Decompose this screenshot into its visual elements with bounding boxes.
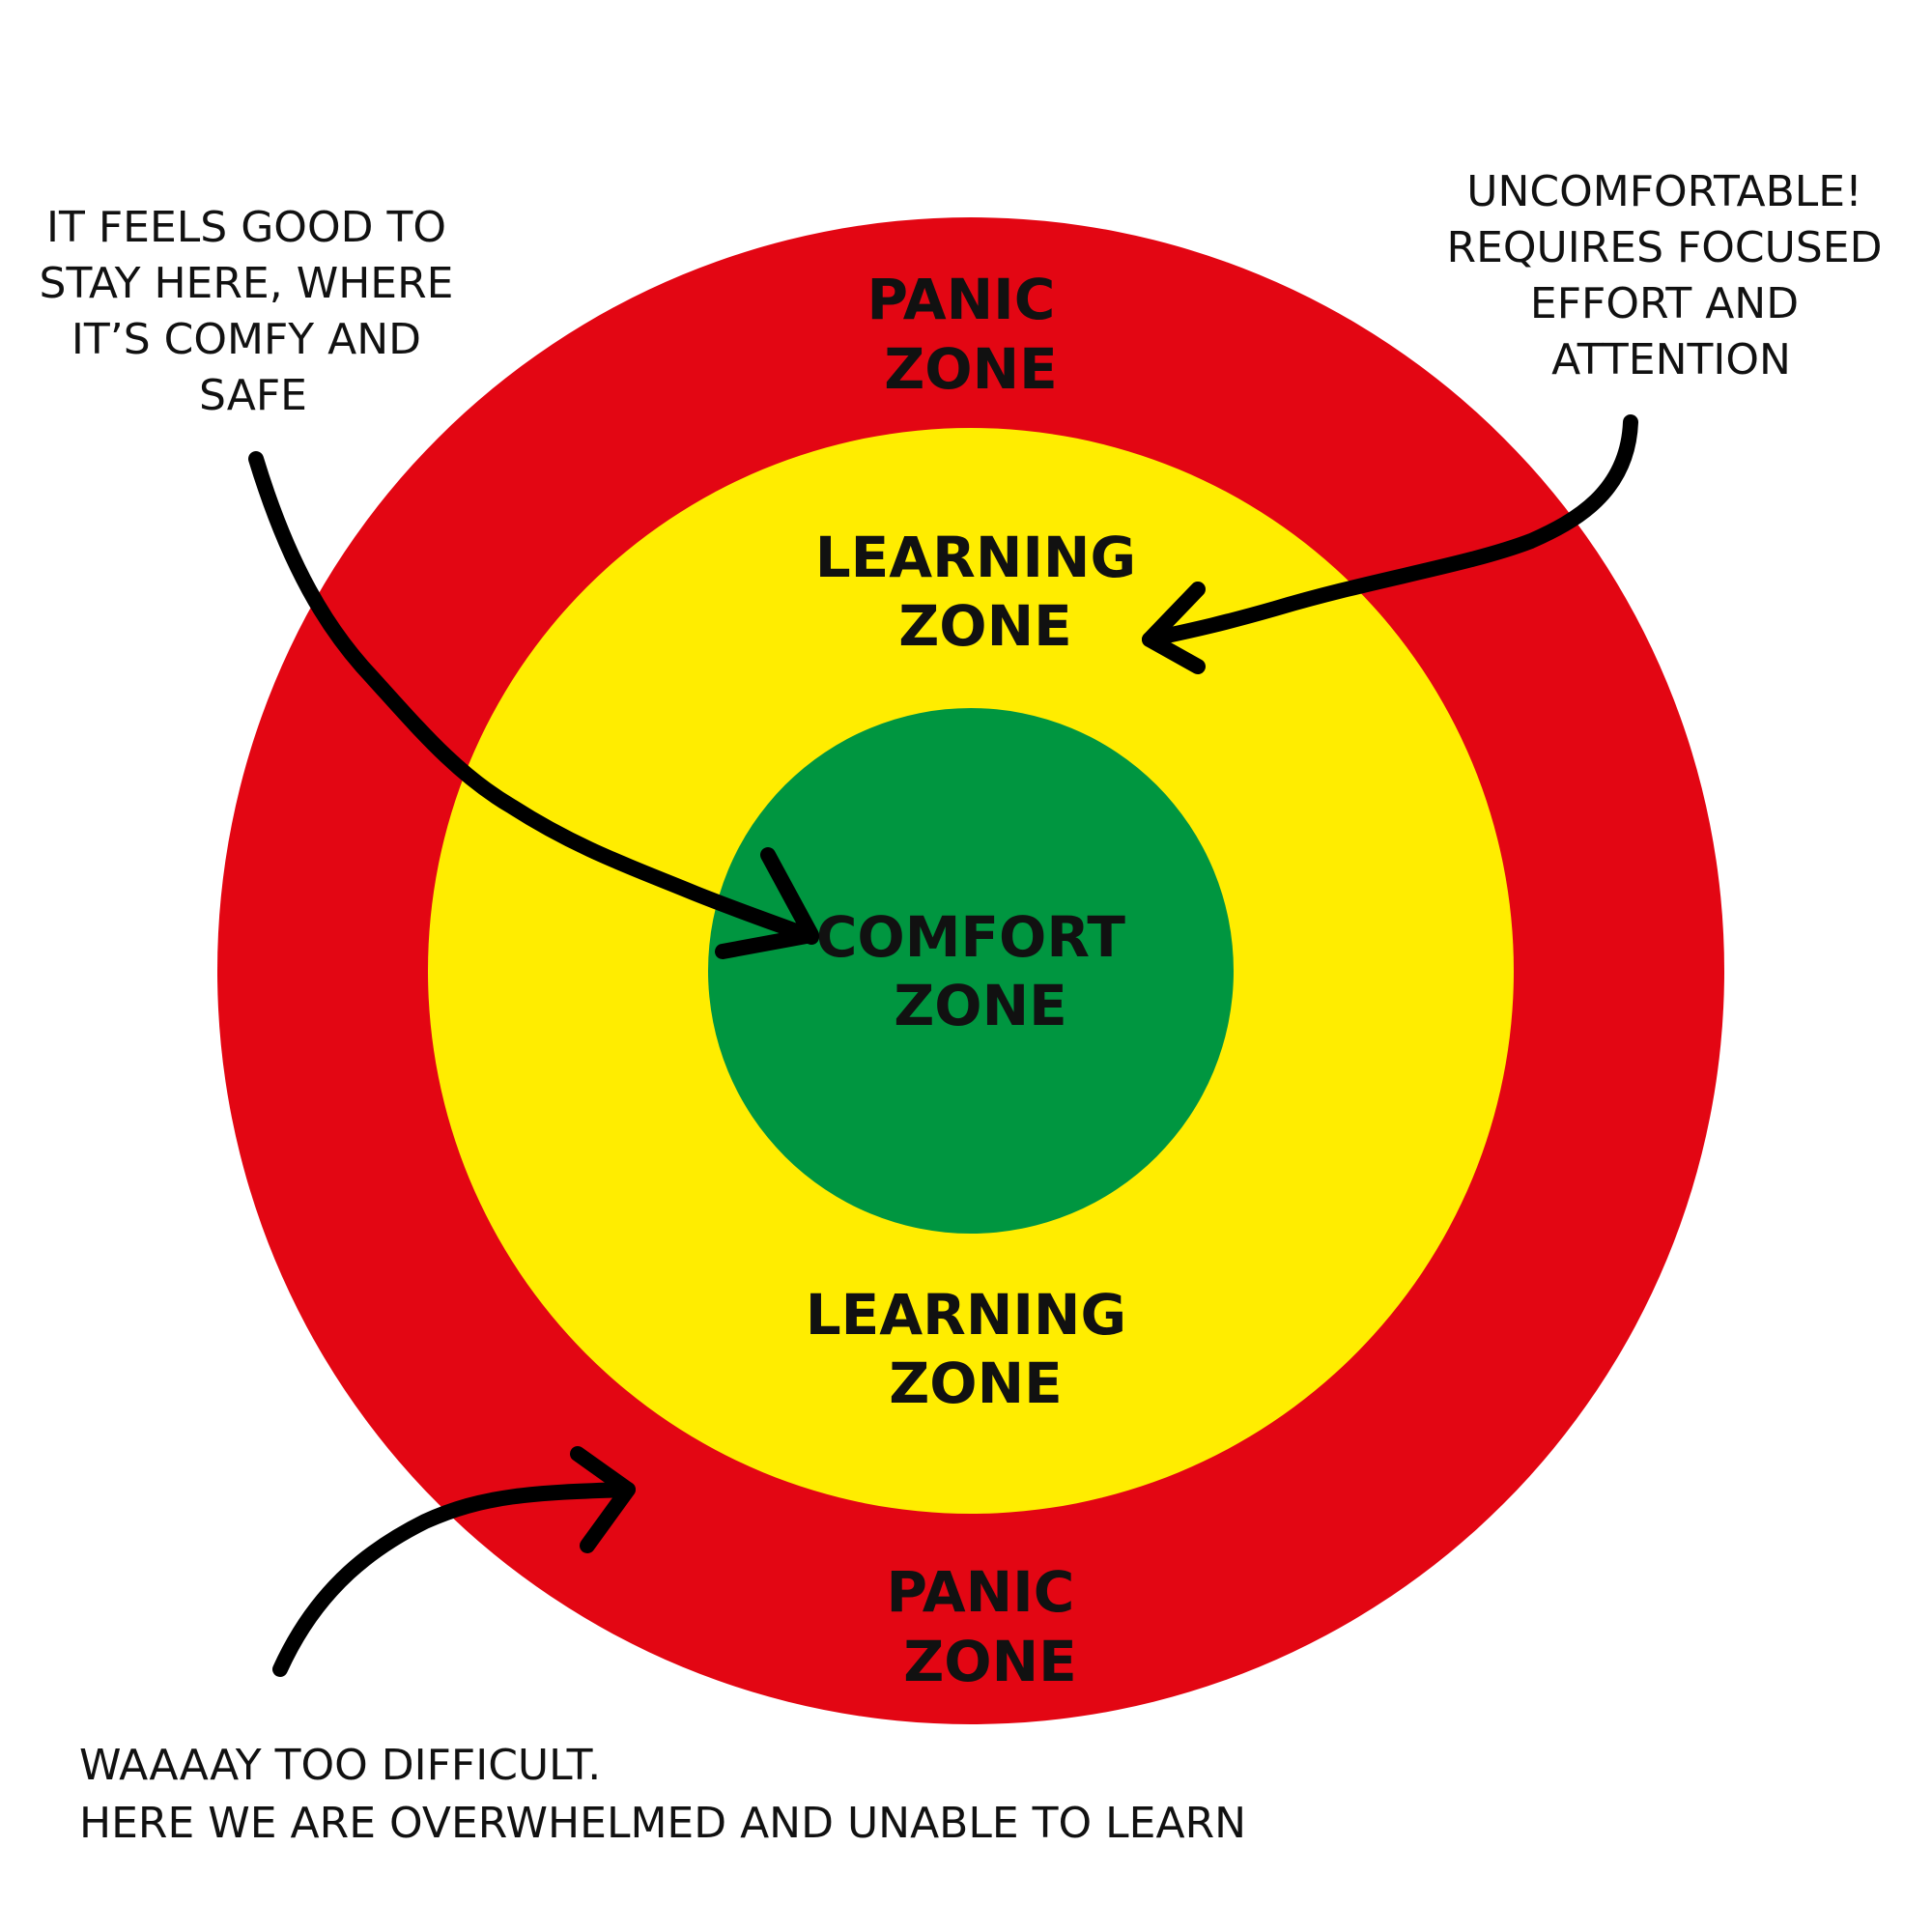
panic-arrow-shaft (272, 1482, 636, 1677)
learning-zone-bottom-line-1: LEARNING (806, 1282, 1126, 1348)
comfort-arrow-head (715, 847, 819, 959)
learning-note-line-3: EFFORT AND (1530, 279, 1799, 328)
comfort-note-line-4: SAFE (199, 371, 307, 420)
panic-zone-note: WAAAAY TOO DIFFICULT. HERE WE ARE OVERWH… (79, 1741, 1246, 1848)
panic-zone-top-line-1: PANIC (867, 267, 1056, 332)
learning-arrow (1142, 414, 1638, 674)
learning-note-line-4: ATTENTION (1551, 335, 1791, 384)
comfort-zone-circle (708, 708, 1234, 1234)
panic-note-line-1: WAAAAY TOO DIFFICULT. (79, 1741, 601, 1790)
learning-note-line-2: REQUIRES FOCUSED (1447, 223, 1883, 272)
learning-note-line-1: UNCOMFORTABLE! (1466, 167, 1861, 216)
comfort-zone-line-2: ZONE (894, 973, 1067, 1038)
learning-zone-note: UNCOMFORTABLE! REQUIRES FOCUSED EFFORT A… (1447, 167, 1896, 384)
learning-arrow-shaft (1142, 414, 1638, 647)
comfort-note-line-2: STAY HERE, WHERE (40, 259, 454, 308)
learning-zone-bottom-label: LEARNING ZONE (806, 1282, 1147, 1416)
panic-zone-bottom-line-1: PANIC (887, 1559, 1075, 1625)
panic-zone-top-label: PANIC ZONE (867, 267, 1075, 402)
learning-zone-top-line-2: ZONE (898, 593, 1072, 659)
comfort-arrow (248, 451, 819, 959)
panic-arrow (272, 1446, 636, 1677)
comfort-zone-line-1: COMFORT (816, 904, 1126, 970)
panic-note-line-2: HERE WE ARE OVERWHELMED AND UNABLE TO LE… (79, 1799, 1246, 1848)
comfort-zone-note: IT FEELS GOOD TO STAY HERE, WHERE IT’S C… (40, 203, 468, 420)
panic-zone-top-line-2: ZONE (884, 336, 1058, 402)
comfort-note-line-3: IT’S COMFY AND (71, 315, 421, 364)
comfort-arrow-shaft (248, 451, 819, 945)
comfort-zone-label: COMFORT ZONE (816, 904, 1145, 1038)
learning-arrow-head (1142, 582, 1206, 674)
panic-zone-bottom-line-2: ZONE (903, 1629, 1077, 1694)
learning-zone-bottom-line-2: ZONE (889, 1350, 1063, 1416)
panic-zone-bottom-label: PANIC ZONE (887, 1559, 1094, 1694)
comfort-note-line-1: IT FEELS GOOD TO (46, 203, 446, 252)
learning-zone-top-label: LEARNING ZONE (815, 525, 1156, 659)
panic-arrow-head (570, 1446, 636, 1553)
learning-zone-top-line-1: LEARNING (815, 525, 1136, 590)
